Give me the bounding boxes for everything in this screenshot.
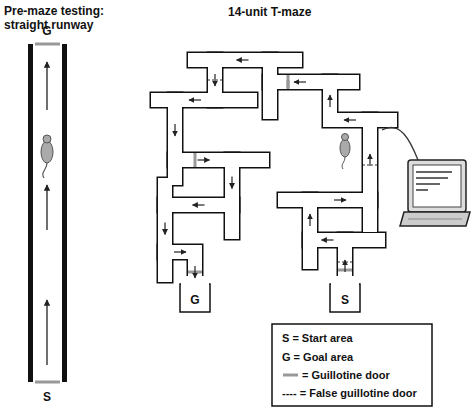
legend-entry: G = Goal area — [282, 351, 353, 363]
start-label: S — [341, 293, 349, 307]
maze-corridor — [215, 93, 250, 107]
maze-wall — [302, 240, 319, 262]
rat — [41, 135, 53, 178]
legend-entry: ---- = False guillotine door — [282, 387, 417, 399]
direction-arrow — [237, 59, 249, 60]
rat — [340, 134, 350, 170]
maze-corridor — [232, 153, 262, 167]
maze-corridor — [225, 205, 239, 232]
maze-corridor — [168, 160, 182, 178]
maze-wall — [157, 185, 174, 205]
maze-corridor — [195, 53, 215, 67]
direction-arrow — [322, 239, 334, 240]
direction-arrow — [194, 266, 195, 278]
direction-arrow — [329, 95, 330, 107]
legend-entry: = Guillotine door — [302, 369, 390, 381]
maze-corridor — [303, 240, 317, 262]
maze-corridor — [345, 233, 378, 247]
maze-wall — [195, 52, 215, 69]
direction-arrow — [294, 81, 306, 82]
direction-arrow — [344, 260, 345, 272]
direction-arrow — [189, 99, 201, 100]
maze-wall — [370, 112, 390, 129]
legend-box — [272, 324, 432, 406]
direction-arrow — [174, 124, 175, 136]
direction-arrow — [369, 154, 370, 166]
legend-entry: S = Start area — [282, 332, 353, 344]
maze-corridor — [158, 252, 172, 275]
maze-corridor — [158, 93, 175, 107]
maze-wall — [262, 82, 279, 112]
maze-wall — [270, 52, 295, 69]
direction-arrow — [231, 177, 232, 189]
goal-label: G — [190, 293, 199, 307]
maze-wall — [157, 252, 174, 275]
maze-corridor — [330, 75, 352, 89]
start-label: S — [43, 390, 51, 404]
direction-arrow — [214, 74, 215, 86]
route-arrows — [165, 60, 370, 278]
guillotine-door — [287, 75, 290, 89]
legend-sample — [283, 374, 298, 377]
direction-arrow — [174, 251, 186, 252]
maze-wall — [285, 192, 310, 209]
guillotine-doors — [188, 75, 377, 272]
maze-wall — [345, 232, 378, 249]
maze-corridor — [158, 185, 172, 205]
maze-wall — [167, 160, 184, 178]
maze-wall — [215, 92, 250, 109]
direction-arrow — [198, 159, 210, 160]
guillotine-door — [194, 153, 197, 167]
direction-arrow — [334, 199, 346, 200]
panel-title: Pre-maze testing: straight runway — [4, 4, 114, 32]
maze-wall — [330, 74, 352, 91]
direction-arrow — [344, 119, 356, 120]
laptop — [400, 160, 470, 226]
maze-corridor — [165, 60, 370, 292]
runway — [28, 44, 67, 382]
maze-corridor — [263, 82, 277, 112]
maze-wall — [232, 152, 262, 169]
direction-arrow — [164, 223, 165, 235]
maze-corridor — [370, 113, 390, 127]
panel-title: 14-unit T-maze — [228, 5, 311, 19]
direction-arrow — [309, 214, 310, 226]
t-maze — [158, 60, 390, 292]
start-box — [330, 284, 360, 312]
maze-wall — [165, 60, 370, 292]
maze-wall — [224, 205, 241, 232]
goal-box — [180, 284, 210, 312]
goal-label: G — [42, 24, 51, 38]
maze-wall — [158, 92, 175, 109]
maze-corridor — [363, 200, 377, 225]
legend-samples — [283, 375, 298, 376]
maze-wall — [362, 200, 379, 225]
maze-corridor — [270, 53, 295, 67]
direction-arrow — [193, 204, 205, 205]
maze-corridor — [285, 193, 310, 207]
cable — [382, 127, 418, 160]
